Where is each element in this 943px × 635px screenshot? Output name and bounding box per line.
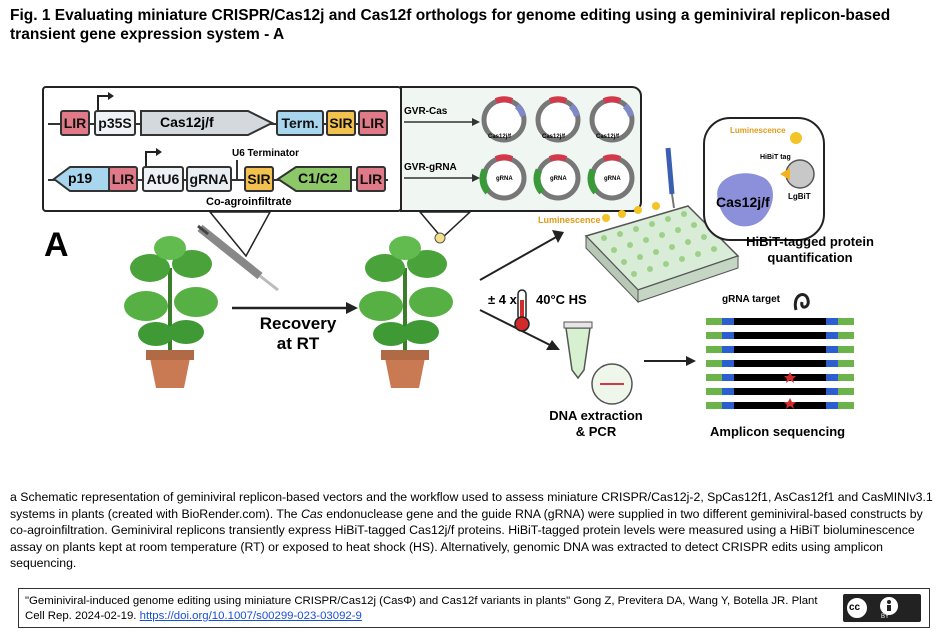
gvr-cas-label: GVR-Cas (404, 106, 448, 117)
replicon-rings (404, 96, 635, 201)
construct-box: LIR p35S Cas12j/f Term. SIR LIR p19 LIR … (42, 86, 402, 212)
terminator-block: Term. (276, 110, 324, 136)
by-label: BY (881, 614, 890, 620)
luminescence-label: Luminescence (538, 215, 601, 225)
ring-label: gRNA (550, 176, 567, 182)
c1c2-arrow-icon (276, 166, 352, 192)
dna-extraction-label: DNA extraction & PCR (549, 408, 643, 439)
ring-label: Cas12j/f (596, 134, 620, 140)
cas-protein-label: Cas12j/f (716, 194, 770, 210)
grna-replicon-ring (479, 154, 635, 201)
hibit-diagram (703, 117, 825, 241)
luminescence-label: Luminescence (730, 126, 786, 135)
cas12-arrow-icon (140, 110, 274, 136)
recovery-label: Recovery at RT (259, 314, 337, 353)
gvr-grna-label: GVR-gRNA (404, 162, 457, 173)
heat-shock-count: ± 4 x (488, 292, 517, 307)
replicon-box: GVR-Cas GVR-gRNA (400, 86, 642, 212)
sir-block: SIR (326, 110, 356, 136)
hibit-tag-label: HiBiT tag (760, 154, 791, 161)
figure-title: Fig. 1 Evaluating miniature CRISPR/Cas12… (10, 7, 891, 43)
citation-box: "Geminiviral-induced genome editing usin… (18, 588, 930, 628)
promoter-arrow-icon (97, 92, 114, 110)
grna-block: gRNA (186, 166, 232, 192)
figure-caption: a Schematic representation of geminivira… (10, 490, 933, 570)
cas12-label: Cas12j/f (160, 114, 214, 130)
lir-block: LIR (358, 110, 388, 136)
lir-block: LIR (356, 166, 386, 192)
citation-text: "Geminiviral-induced genome editing usin… (25, 595, 818, 622)
figure-panel-a: LIR p35S Cas12j/f Term. SIR LIR p19 LIR … (0, 78, 943, 448)
p35s-block: p35S (94, 110, 136, 136)
heat-shock-temp: 40°C HS (536, 292, 587, 307)
plant-icon (359, 232, 453, 388)
hibit-quant-label: HiBiT-tagged protein quantification (746, 234, 874, 265)
plant-icon (124, 236, 218, 388)
panel-letter: A (44, 226, 69, 264)
ring-label: gRNA (496, 176, 513, 182)
doi-link[interactable]: https://doi.org/10.1007/s00299-023-03092… (139, 610, 362, 622)
lir-block: LIR (60, 110, 90, 136)
promoter-arrow-icon (145, 148, 162, 166)
coagroinfiltrate-label: Co-agroinfiltrate (206, 196, 292, 208)
thermometer-icon (514, 289, 530, 332)
syringe-icon (197, 224, 279, 292)
amplicon-sequencing-label: Amplicon sequencing (710, 424, 846, 439)
tube-icon (563, 321, 633, 405)
cc-by-license-icon: cc BY (843, 594, 921, 622)
cas-replicon-ring (481, 96, 635, 143)
amplicon-reads (706, 293, 854, 409)
c1c2-label: C1/C2 (298, 170, 338, 186)
lir-block: LIR (108, 166, 138, 192)
grna-target-label: gRNA target (722, 294, 780, 305)
lgbit-label: LgBiT (788, 192, 811, 201)
sir-block: SIR (244, 166, 274, 192)
ring-label: Cas12j/f (542, 134, 566, 140)
well-plate-icon (584, 147, 740, 304)
p19-label: p19 (68, 170, 93, 186)
atu6-block: AtU6 (142, 166, 184, 192)
u6-terminator-label: U6 Terminator (232, 148, 300, 159)
ring-label: Cas12j/f (488, 134, 512, 140)
ring-label: gRNA (604, 176, 621, 182)
cc-label: cc (849, 602, 861, 613)
workflow-illustration (124, 117, 854, 409)
